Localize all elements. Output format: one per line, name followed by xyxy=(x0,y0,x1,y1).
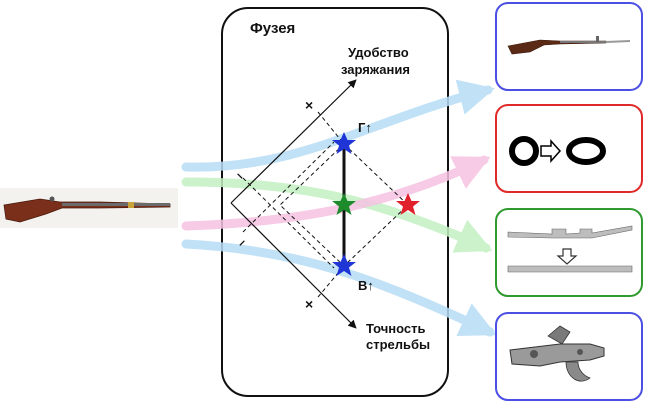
axis-label-loading-line1: Удобство xyxy=(348,45,409,60)
hollow-arrow-down-icon xyxy=(556,248,578,265)
point-label-g: Г↑ xyxy=(358,120,372,135)
star-blue-bottom xyxy=(332,254,356,276)
box-bayonet xyxy=(495,2,643,91)
musket-rifle-icon xyxy=(0,188,178,228)
barrel-rifling-profile-icon xyxy=(507,225,633,273)
tick-cross-upper: × xyxy=(305,97,313,113)
rifle-with-bayonet-icon xyxy=(507,36,630,55)
round-to-oval-bore-icon xyxy=(509,136,606,166)
hollow-arrow-right-icon xyxy=(540,139,562,163)
tick-cross-lower: × xyxy=(305,296,313,312)
star-red-right xyxy=(396,193,420,215)
axis-label-accuracy-line1: Точность xyxy=(366,321,426,336)
axis-label-accuracy-line2: стрельбы xyxy=(366,337,430,352)
axis-label-loading-line2: заряжания xyxy=(341,62,410,77)
flow-arrow-green xyxy=(181,177,493,253)
axis-loading-convenience xyxy=(230,79,357,204)
flintlock-mechanism-icon xyxy=(509,325,605,382)
panel-title: Фузея xyxy=(250,20,295,37)
star-blue-top xyxy=(332,132,356,154)
point-label-v: В↑ xyxy=(358,278,374,293)
axis-shooting-accuracy xyxy=(230,202,357,329)
star-green-middle xyxy=(332,193,356,215)
